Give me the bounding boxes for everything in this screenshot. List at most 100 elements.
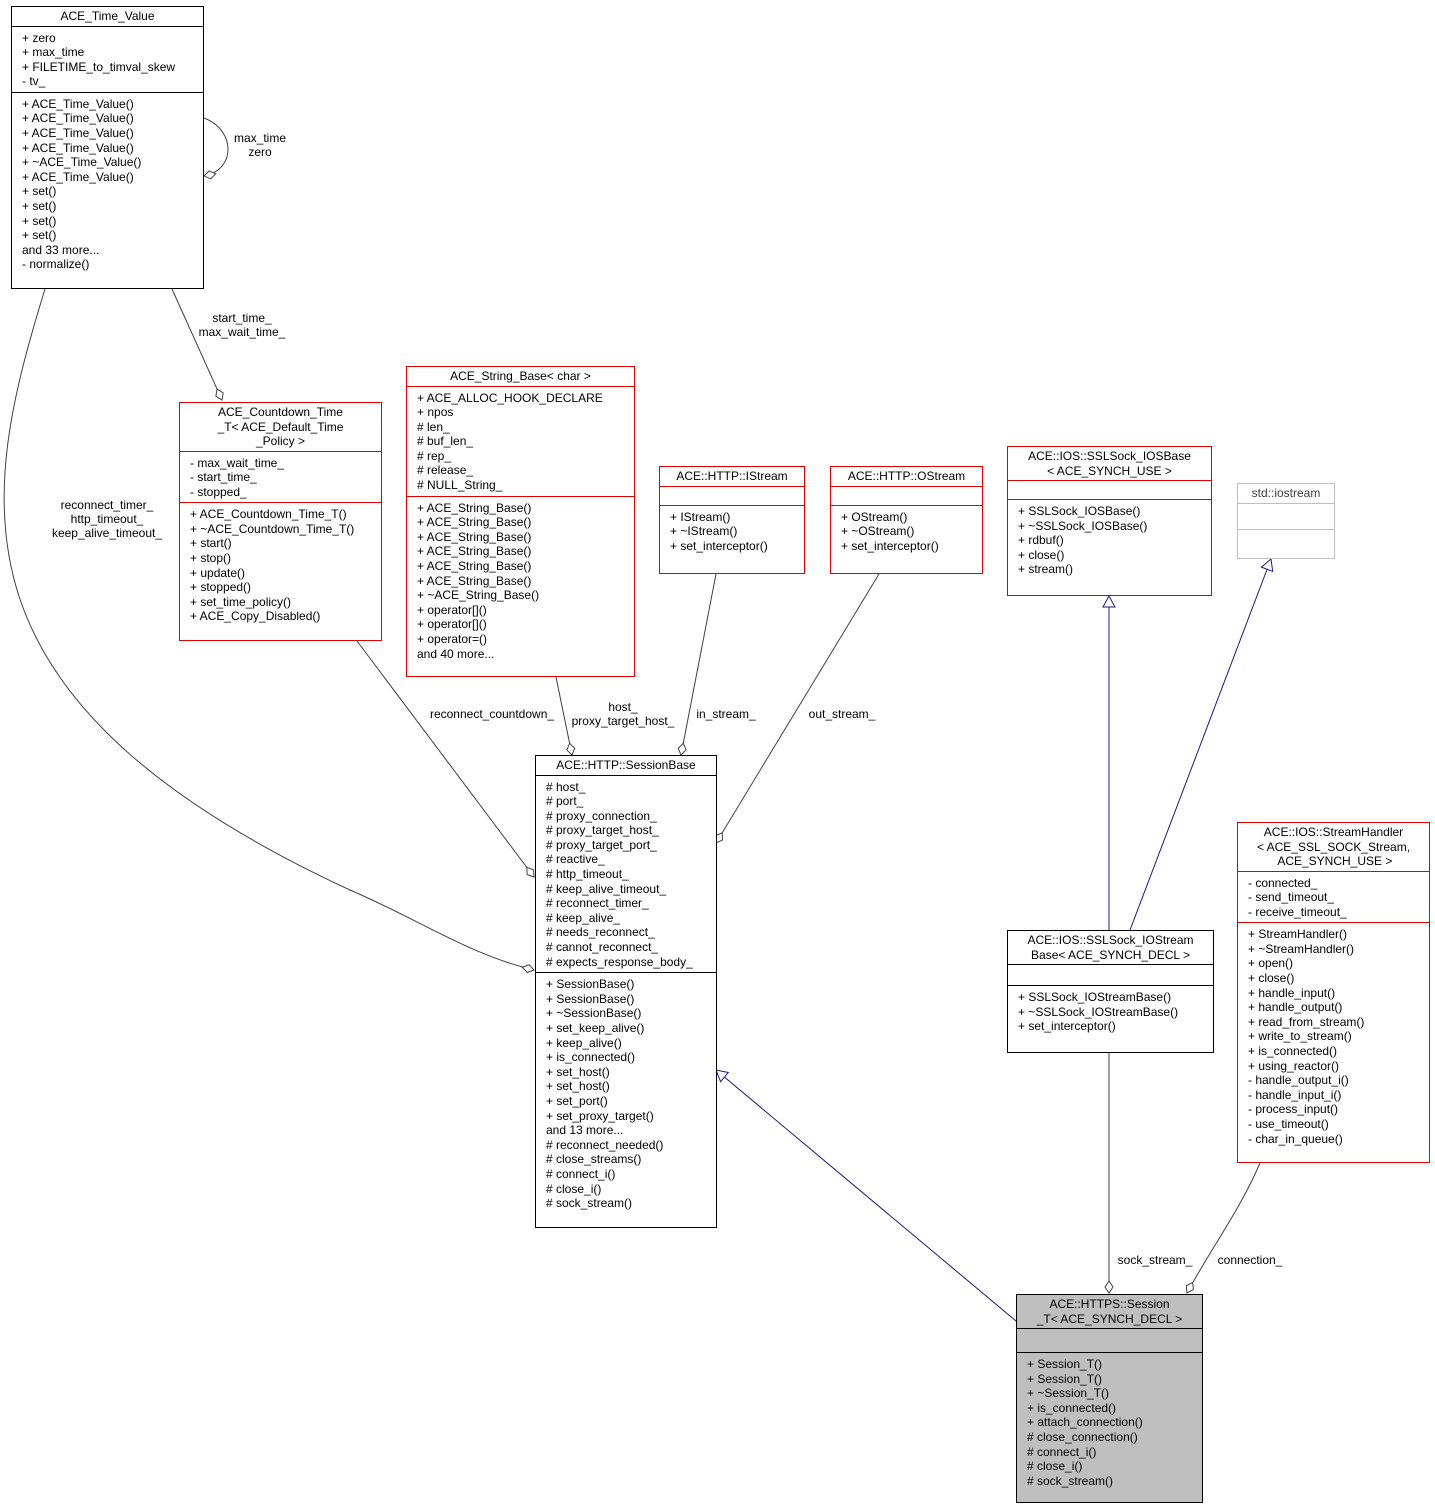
methods-section: + ACE_Time_Value() + ACE_Time_Value() + AC… bbox=[12, 91, 203, 275]
member-row: + StreamHandler() bbox=[1248, 927, 1348, 942]
methods-section: + SSLSock_IOSBase()+ ~SSLSock_IOSBase()+… bbox=[1008, 499, 1211, 580]
label-time-countdown: start_time_ max_wait_time_ bbox=[198, 311, 286, 339]
member-row: - connected_ bbox=[1248, 875, 1318, 890]
member-row: + ACE_Copy_Disabled() bbox=[190, 609, 321, 624]
methods-section: + OStream()+ ~OStream()+ set_interceptor… bbox=[831, 504, 982, 557]
member-row: - start_time_ bbox=[190, 470, 257, 485]
member-row: - receive_timeout_ bbox=[1248, 904, 1347, 919]
member-row: + read_from_stream() bbox=[1248, 1014, 1365, 1029]
member-row: + zero bbox=[22, 30, 56, 45]
member-row: # reconnect_timer_ bbox=[546, 896, 649, 911]
member-row: + SSLSock_IOSBase() bbox=[1018, 504, 1141, 518]
member-row: - normalize() bbox=[22, 257, 90, 272]
methods-section: + SessionBase()+ SessionBase()+ ~Session… bbox=[536, 972, 716, 1214]
class-ios-sslsock-iostreambase[interactable]: ACE::IOS::SSLSock_IOStream Base< ACE_SYN… bbox=[1007, 930, 1214, 1053]
member-row: + ~SessionBase() bbox=[546, 1006, 642, 1021]
class-http-session-base[interactable]: ACE::HTTP::SessionBase # host_# port_# p… bbox=[535, 755, 717, 1228]
member-row: + ACE_Time_Value() bbox=[22, 96, 134, 111]
member-row: # proxy_connection_ bbox=[546, 808, 657, 823]
member-row: # needs_reconnect_ bbox=[546, 925, 655, 940]
class-http-istream[interactable]: ACE::HTTP::IStream + IStream()+ ~IStream… bbox=[659, 466, 805, 574]
member-row: + ACE_Time_Value() bbox=[22, 169, 134, 184]
class-title: ACE::HTTPS::Session _T< ACE_SYNCH_DECL > bbox=[1036, 1297, 1183, 1326]
class-https-session[interactable]: ACE::HTTPS::Session _T< ACE_SYNCH_DECL >… bbox=[1016, 1294, 1203, 1503]
member-row: + set() bbox=[22, 184, 57, 199]
member-row: + ACE_Time_Value() bbox=[22, 140, 134, 155]
member-row: + ~ACE_Time_Value() bbox=[22, 155, 142, 170]
member-row: + SessionBase() bbox=[546, 977, 635, 992]
member-row: + is_connected() bbox=[1248, 1044, 1338, 1059]
attributes-section bbox=[1008, 964, 1213, 985]
class-ios-sslsock-iosbase[interactable]: ACE::IOS::SSLSock_IOSBase < ACE_SYNCH_US… bbox=[1007, 446, 1212, 596]
member-row: + ~OStream() bbox=[841, 524, 915, 539]
methods-section: + Session_T()+ Session_T()+ ~Session_T()… bbox=[1017, 1352, 1202, 1491]
member-row: + using_reactor() bbox=[1248, 1058, 1340, 1073]
class-ace-string-base[interactable]: ACE_String_Base< char > + ACE_ALLOC_HOOK… bbox=[406, 366, 635, 677]
member-row: # keep_alive_timeout_ bbox=[546, 881, 667, 896]
member-row: + SessionBase() bbox=[546, 991, 635, 1006]
member-row: - stopped_ bbox=[190, 484, 247, 499]
member-row: + ACE_ALLOC_HOOK_DECLARE bbox=[417, 390, 603, 405]
methods-section: + IStream()+ ~IStream()+ set_interceptor… bbox=[660, 504, 804, 557]
member-row: and 33 more... bbox=[22, 242, 100, 257]
member-row: # sock_stream() bbox=[1027, 1473, 1114, 1488]
member-row: + ACE_String_Base() bbox=[417, 515, 532, 530]
member-row: # connect_i() bbox=[546, 1166, 616, 1181]
class-title: ACE::HTTP::SessionBase bbox=[556, 758, 696, 772]
class-title: ACE_Time_Value bbox=[60, 9, 155, 23]
class-title: std::iostream bbox=[1251, 486, 1321, 500]
member-row: - tv_ bbox=[22, 74, 46, 89]
member-row: + start() bbox=[190, 536, 232, 551]
attributes-section bbox=[831, 485, 982, 505]
member-row: + stop() bbox=[190, 551, 232, 566]
methods-section: + SSLSock_IOStreamBase()+ ~SSLSock_IOStr… bbox=[1008, 985, 1213, 1037]
member-row: + operator[]() bbox=[417, 602, 487, 617]
member-row: # sock_stream() bbox=[546, 1196, 633, 1211]
member-row: + ACE_String_Base() bbox=[417, 573, 532, 588]
class-ace-countdown-time[interactable]: ACE_Countdown_Time _T< ACE_Default_Time … bbox=[179, 402, 382, 641]
label-time-self: max_time zero bbox=[233, 131, 286, 159]
member-row: # reconnect_needed() bbox=[546, 1137, 664, 1152]
member-row: + operator[]() bbox=[417, 617, 487, 632]
member-row: + is_connected() bbox=[546, 1050, 636, 1065]
member-row: + handle_input() bbox=[1248, 985, 1336, 1000]
member-row: + attach_connection() bbox=[1027, 1415, 1143, 1430]
member-row: + set_port() bbox=[546, 1093, 608, 1108]
member-row: and 40 more... bbox=[417, 646, 495, 661]
methods-section: + ACE_String_Base()+ ACE_String_Base()+ … bbox=[407, 495, 634, 665]
edge-istream-session bbox=[677, 573, 717, 756]
attributes-section bbox=[1017, 1328, 1202, 1352]
class-http-ostream[interactable]: ACE::HTTP::OStream + OStream()+ ~OStream… bbox=[830, 466, 983, 574]
edge-connection-https bbox=[1185, 1162, 1261, 1294]
class-title: ACE_Countdown_Time _T< ACE_Default_Time … bbox=[217, 405, 344, 448]
member-row: # buf_len_ bbox=[417, 434, 474, 449]
member-row: # rep_ bbox=[417, 448, 452, 463]
attributes-section: + zero+ max_time+ FILETIME_to_timval_ske… bbox=[12, 25, 203, 92]
member-row: + set() bbox=[22, 213, 57, 228]
label-time-session: reconnect_timer_ http_timeout_ keep_aliv… bbox=[51, 498, 163, 540]
member-row: + stream() bbox=[1018, 562, 1074, 577]
member-row: + set_interceptor() bbox=[1018, 1019, 1116, 1034]
member-row: + set_interceptor() bbox=[841, 538, 939, 553]
attributes-section bbox=[1238, 502, 1334, 529]
member-row: - use_timeout() bbox=[1248, 1117, 1329, 1131]
edge-time-self bbox=[203, 117, 229, 180]
member-row: + ~Session_T() bbox=[1027, 1386, 1110, 1401]
class-ace-time-value[interactable]: ACE_Time_Value + zero+ max_time+ FILETIM… bbox=[11, 6, 204, 289]
class-title: ACE::HTTP::IStream bbox=[676, 469, 788, 483]
attributes-section: + ACE_ALLOC_HOOK_DECLARE+ npos# len_# bu… bbox=[407, 385, 634, 496]
member-row: # proxy_target_host_ bbox=[546, 823, 659, 838]
member-row: + max_time bbox=[22, 45, 85, 60]
label-string-session: host_ proxy_target_host_ bbox=[571, 700, 675, 728]
member-row: + set_host() bbox=[546, 1064, 610, 1079]
label-sockstream-https: sock_stream_ bbox=[1117, 1253, 1193, 1267]
member-row: + IStream() bbox=[670, 509, 731, 524]
member-row: - handle_output_i() bbox=[1248, 1073, 1349, 1088]
member-row: # proxy_target_port_ bbox=[546, 837, 657, 852]
class-ios-stream-handler[interactable]: ACE::IOS::StreamHandler < ACE_SSL_SOCK_S… bbox=[1237, 822, 1430, 1163]
member-row: + ACE_String_Base() bbox=[417, 529, 532, 544]
class-std-iostream[interactable]: std::iostream bbox=[1237, 483, 1335, 559]
attributes-section: # host_# port_# proxy_connection_# proxy… bbox=[536, 774, 716, 973]
member-row: + Session_T() bbox=[1027, 1371, 1103, 1386]
attributes-section bbox=[1008, 480, 1211, 499]
